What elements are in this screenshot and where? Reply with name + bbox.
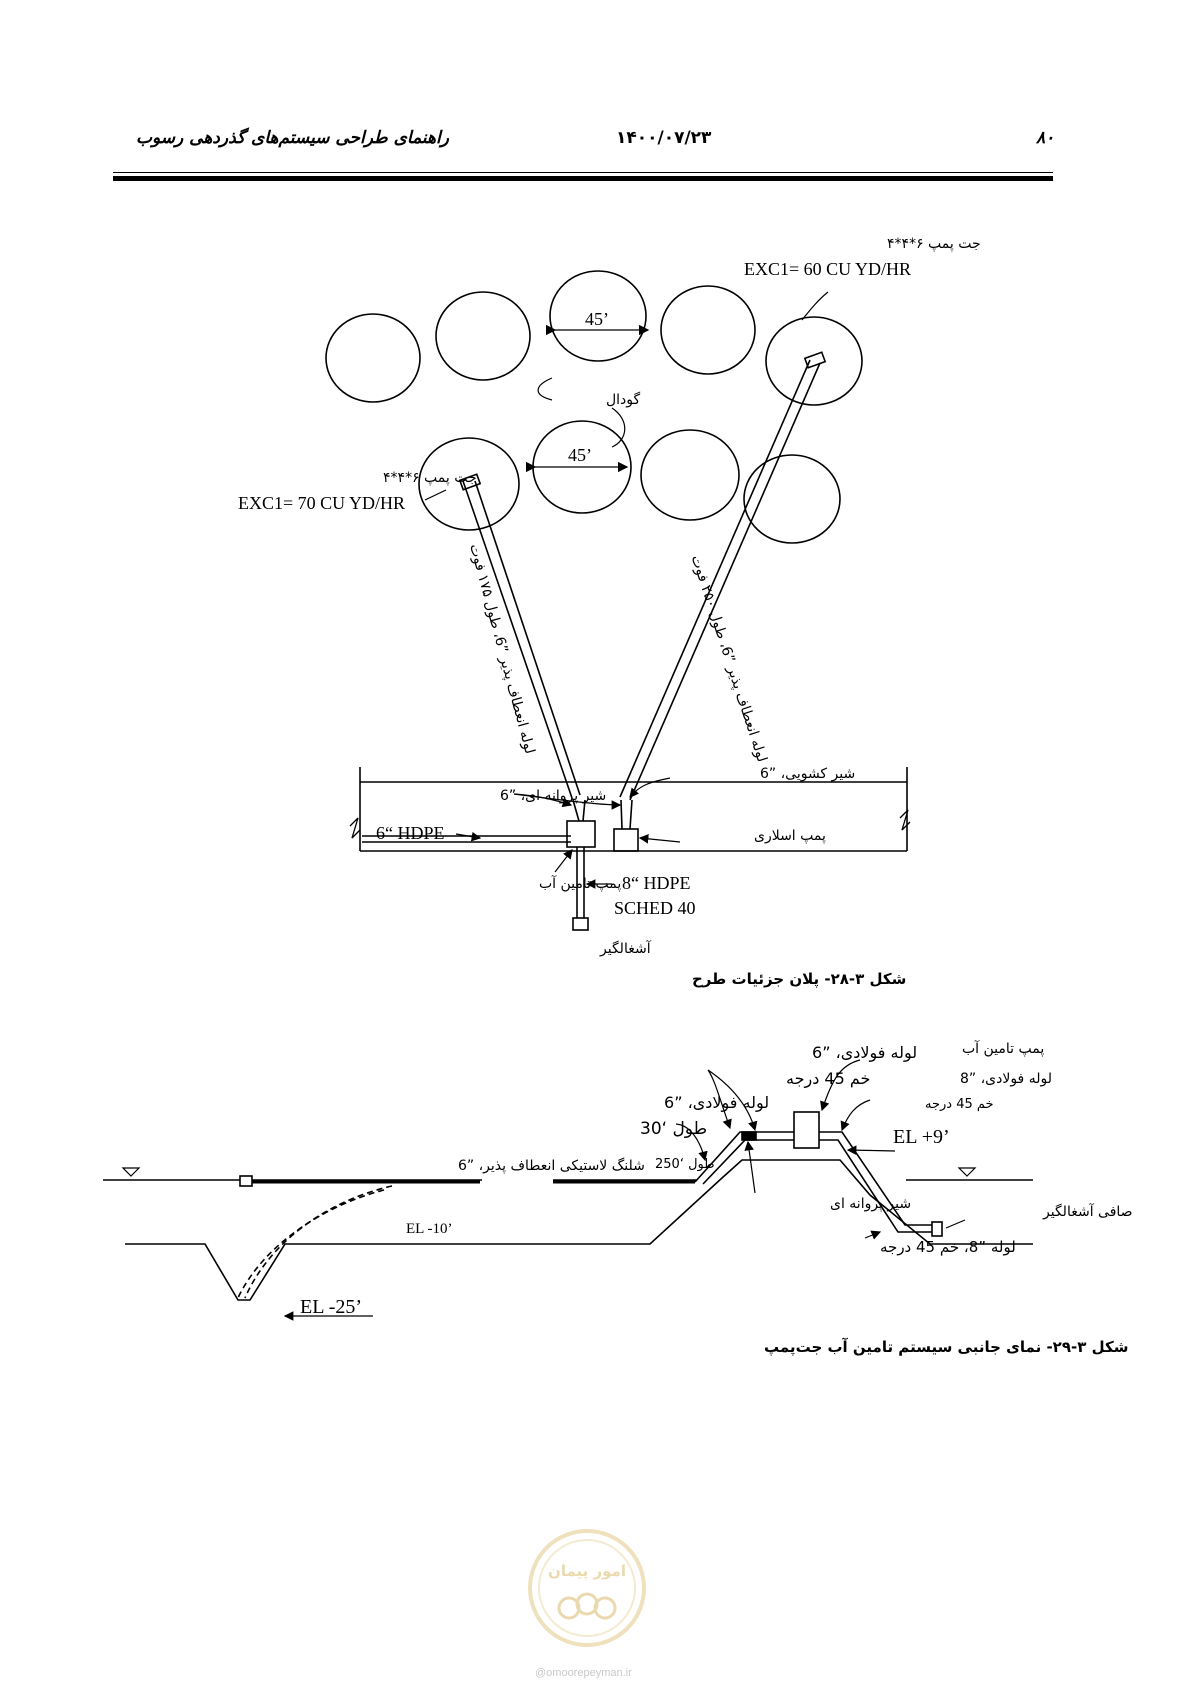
header-rule-thin — [113, 172, 1053, 173]
figure-28-caption: شکل ۳-۲۸- پلان جزئیات طرح — [692, 970, 906, 989]
pit-label: گودال — [606, 391, 641, 408]
trash-rack-label: آشغالگیر — [599, 940, 652, 957]
hdpe-6-label: 6“ HDPE — [376, 823, 445, 843]
pit-circle — [435, 291, 531, 381]
pit-circle — [640, 429, 740, 521]
diameter-top-label: 45’ — [585, 309, 609, 329]
watermark-brand: امور پیمان — [548, 1562, 626, 1581]
pit-leader — [537, 377, 553, 401]
pit-circle — [549, 270, 647, 362]
slurry-pump-label: پمپ اسلاری — [754, 828, 826, 844]
butterfly-valve-label: شیر پروانه ای، ”6 — [500, 788, 606, 804]
pump-left-exc: EXC1= 70 CU YD/HR — [238, 493, 405, 513]
header-rule-thick — [113, 176, 1053, 181]
book-title: راهنمای طراحی سیستم‌های گذردهی رسوب — [136, 128, 449, 148]
break-mark — [349, 817, 361, 839]
pipe-left-label: لوله انعطاف پذیر ”6، طول ۱۷۵ فوت — [466, 542, 538, 755]
water-supply-pump-box — [566, 820, 596, 848]
pit-circle — [418, 437, 520, 531]
pump-left-label: جت پمپ ۶*۴*۴ — [383, 470, 477, 486]
water-supply-pump-label: پمپ تامین آب — [539, 875, 621, 892]
pit-circle — [660, 285, 756, 375]
pipe-right-label: لوله انعطاف پذیر ”6، طول ۲۵۰ فوت — [688, 553, 770, 764]
pit-circle — [743, 454, 841, 544]
page-number: ۸۰ — [1036, 128, 1055, 148]
break-mark — [899, 809, 911, 831]
pit-circle — [765, 316, 863, 406]
watermark-url: @omoorepeyman.ir — [535, 1667, 632, 1679]
pit-leader — [611, 407, 626, 448]
diameter-bottom-label: 45’ — [568, 445, 592, 465]
pit-circle — [325, 313, 421, 403]
pump-right-exc: EXC1= 60 CU YD/HR — [744, 259, 911, 279]
watermark-logo: امور پیمان — [528, 1529, 646, 1647]
slurry-pump-box — [613, 828, 639, 852]
gate-valve-label: شیر کشویی، ”6 — [760, 766, 855, 782]
header-date: ۱۴۰۰/۰۷/۲۳ — [616, 128, 712, 148]
trash-rack-box — [572, 917, 589, 931]
hdpe-8-label: 8“ HDPE — [622, 873, 691, 893]
pump-right-label: جت پمپ ۶*۴*۴ — [887, 236, 981, 252]
sched-label: SCHED 40 — [614, 898, 696, 918]
